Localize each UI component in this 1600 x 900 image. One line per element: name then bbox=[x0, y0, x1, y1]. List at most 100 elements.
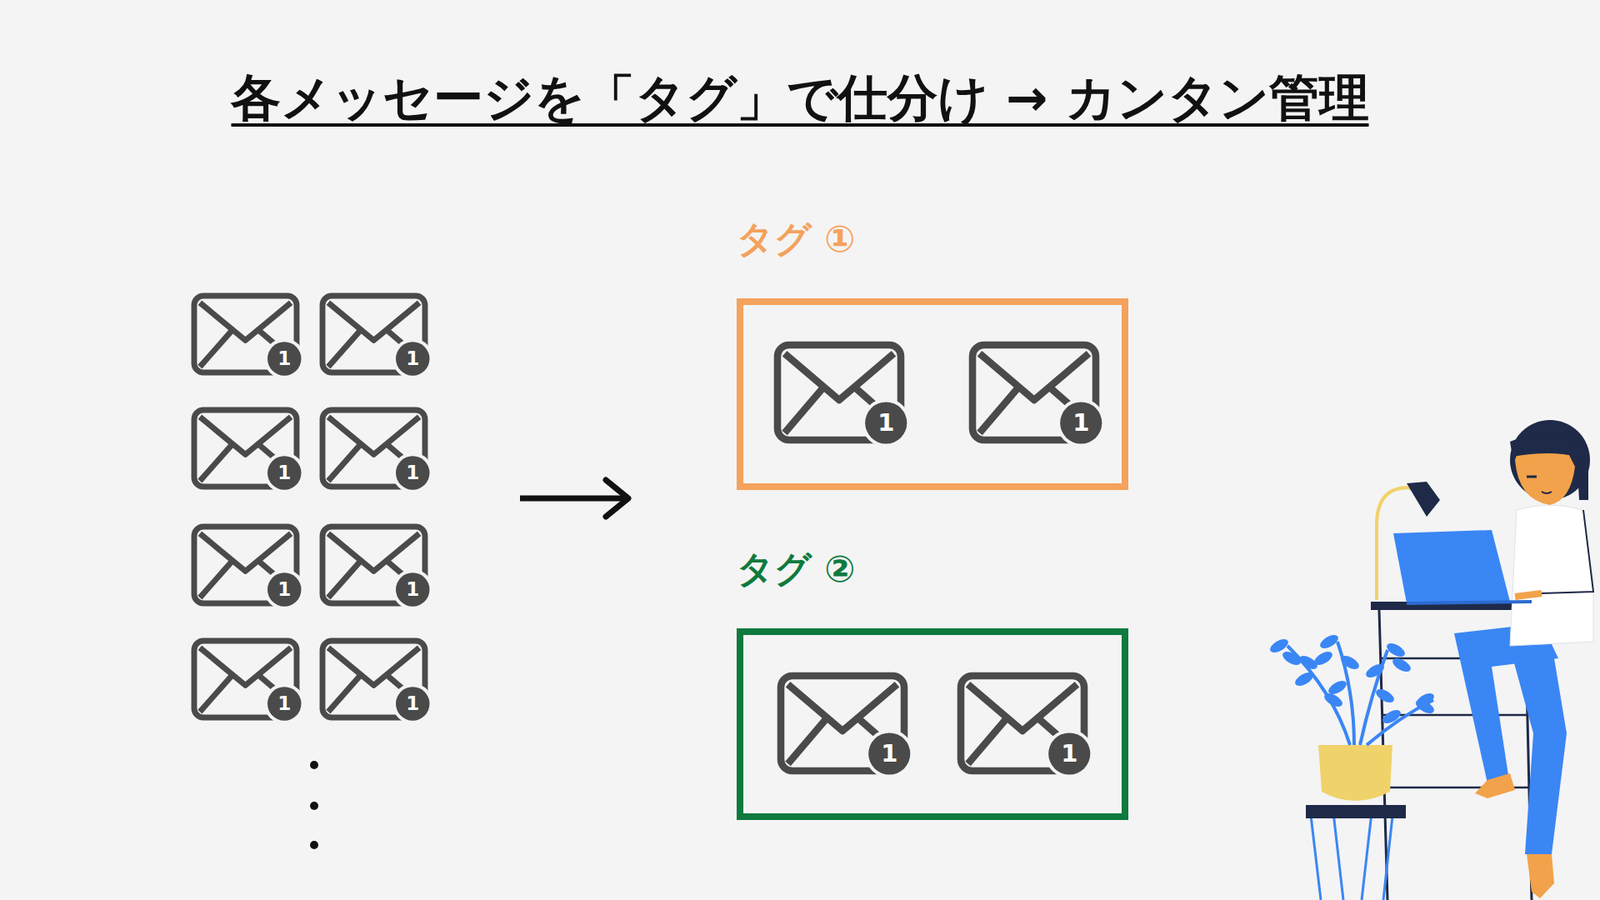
envelope-icon bbox=[322, 295, 433, 380]
envelope-fold bbox=[200, 444, 233, 481]
plant-leaf bbox=[1390, 655, 1414, 675]
badge-number: 1 bbox=[1048, 732, 1090, 775]
badge-circle bbox=[868, 732, 910, 775]
envelope-icon bbox=[972, 345, 1105, 448]
badge-circle bbox=[395, 686, 430, 720]
leg-back bbox=[1508, 633, 1567, 855]
envelope-fold bbox=[258, 675, 274, 689]
leg-front bbox=[1454, 623, 1559, 784]
tag-box: タグ ① bbox=[736, 298, 1129, 490]
plant-leaf bbox=[1364, 661, 1387, 680]
envelope-fold bbox=[328, 560, 361, 598]
flow-arrowhead bbox=[605, 480, 629, 517]
ellipsis-dot bbox=[310, 801, 319, 810]
stool-leg bbox=[1310, 808, 1394, 900]
envelope-fold bbox=[968, 718, 1007, 764]
badge-number: 1 bbox=[395, 686, 430, 720]
envelope-flap bbox=[785, 353, 895, 400]
lamp-shade bbox=[1406, 481, 1440, 517]
envelope-flap bbox=[200, 647, 291, 685]
desk-top bbox=[1370, 601, 1534, 610]
foot bbox=[1526, 854, 1555, 899]
badge-number: 1 bbox=[868, 732, 910, 775]
envelope-flap bbox=[328, 416, 420, 455]
envelope-fold bbox=[200, 560, 233, 598]
badge-circle bbox=[395, 341, 430, 375]
envelope-flap bbox=[200, 416, 291, 455]
envelope-icon bbox=[322, 640, 433, 725]
badge-circle bbox=[267, 341, 301, 375]
envelope-icon bbox=[194, 526, 305, 610]
envelope-icons bbox=[194, 295, 1105, 779]
title: 各メッセージを「タグ」で仕分け → カンタン管理 bbox=[0, 65, 1600, 133]
envelope-flap bbox=[968, 684, 1078, 731]
foot bbox=[1475, 773, 1515, 799]
badge-number: 1 bbox=[267, 341, 301, 375]
envelope-icon bbox=[777, 345, 910, 448]
badge-gap bbox=[1045, 729, 1094, 778]
tag-box: タグ ② bbox=[736, 628, 1129, 820]
badge-circle bbox=[395, 455, 430, 490]
badge-circle bbox=[1048, 732, 1090, 775]
plant-leaf bbox=[1312, 649, 1335, 668]
envelope-fold bbox=[200, 330, 233, 367]
badge-gap bbox=[392, 338, 433, 379]
badge-gap bbox=[392, 683, 433, 724]
envelope-fold bbox=[785, 387, 824, 433]
badge-gap bbox=[264, 338, 305, 379]
badge-gap bbox=[392, 452, 433, 493]
badge-gap bbox=[865, 729, 914, 778]
person-illustration bbox=[1268, 420, 1594, 900]
plant-leaf bbox=[1339, 653, 1362, 672]
envelope-flap bbox=[200, 302, 291, 340]
badge-number: 1 bbox=[267, 455, 301, 490]
plant-leaf bbox=[1280, 649, 1304, 668]
badge-circle bbox=[267, 572, 301, 606]
envelope-fold bbox=[386, 560, 402, 575]
envelope-flap bbox=[200, 533, 291, 571]
envelope-fold bbox=[858, 718, 877, 735]
badge-gap bbox=[861, 398, 910, 447]
envelope-flap bbox=[980, 353, 1090, 400]
envelope-fold bbox=[200, 675, 233, 712]
badge-number: 1 bbox=[395, 572, 430, 606]
envelope-flap bbox=[328, 533, 420, 571]
envelope-icon bbox=[780, 675, 914, 779]
badge-gap bbox=[264, 452, 305, 493]
envelope-fold bbox=[386, 444, 402, 458]
envelope-fold bbox=[386, 675, 402, 689]
envelope-flap bbox=[788, 684, 898, 731]
desk-bar bbox=[1381, 658, 1530, 788]
envelope-fold bbox=[980, 387, 1019, 433]
ellipsis-dot bbox=[310, 760, 319, 770]
envelope-fold bbox=[328, 675, 361, 712]
tag-heading: タグ ② bbox=[736, 545, 856, 595]
envelope-flap bbox=[328, 647, 420, 685]
badge-circle bbox=[267, 686, 301, 720]
badge-number: 1 bbox=[395, 455, 430, 490]
badge-circle bbox=[267, 455, 301, 490]
mouth bbox=[1541, 491, 1552, 494]
badge-gap bbox=[264, 569, 305, 610]
hair-fringe bbox=[1510, 435, 1589, 500]
envelope-fold bbox=[258, 560, 274, 575]
badge-gap bbox=[1056, 398, 1105, 447]
arm-outline bbox=[1541, 510, 1594, 594]
envelope-fold bbox=[386, 330, 402, 344]
hand bbox=[1515, 593, 1542, 597]
envelope-icon bbox=[194, 410, 305, 494]
face bbox=[1515, 450, 1575, 505]
badge-gap bbox=[392, 569, 433, 610]
plant-leaf bbox=[1385, 640, 1408, 660]
envelope-icon bbox=[194, 295, 305, 380]
badge-number: 1 bbox=[267, 686, 301, 720]
envelope-icon bbox=[322, 526, 433, 610]
plant-leaf bbox=[1318, 632, 1341, 651]
plant-leaf bbox=[1380, 707, 1404, 726]
plant-leaf bbox=[1326, 678, 1350, 697]
badge-circle bbox=[1060, 401, 1102, 444]
envelope-fold bbox=[1050, 387, 1069, 404]
plant-leaf bbox=[1414, 697, 1437, 716]
